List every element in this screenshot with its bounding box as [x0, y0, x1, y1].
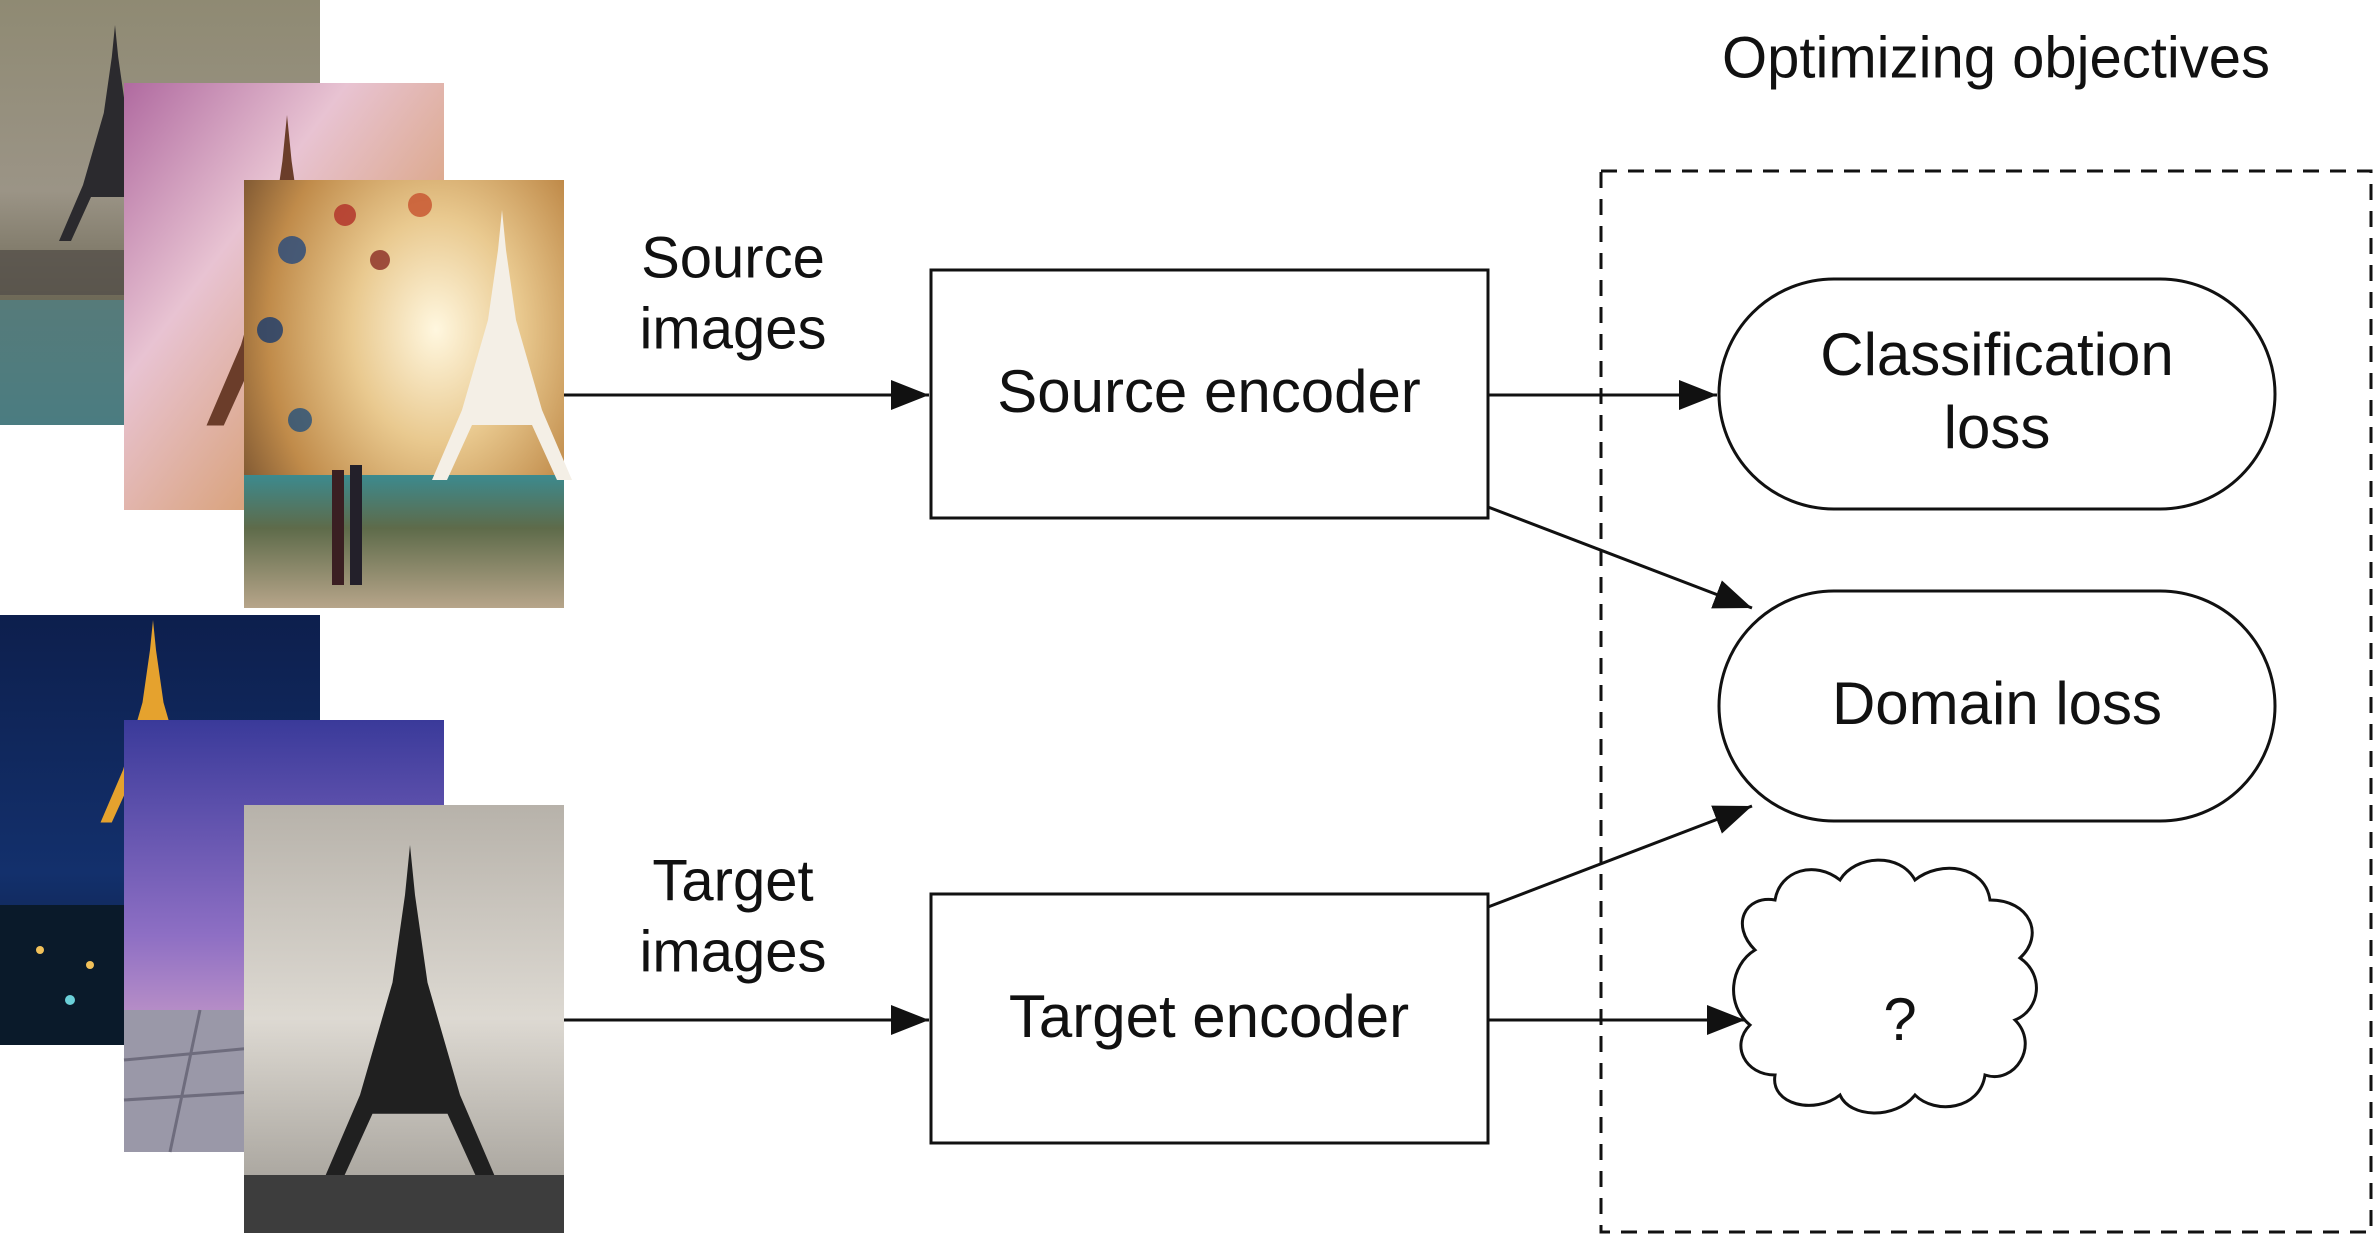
source-image-3 [244, 180, 572, 608]
target-image-3 [244, 805, 564, 1233]
unknown-objective-cloud [1732, 858, 2038, 1115]
objectives-title: Optimizing objectives [1722, 25, 2270, 90]
target-images-label-line2: images [640, 919, 827, 984]
domain-loss-node [1717, 589, 2277, 823]
domain-loss-label: Domain loss [1832, 670, 2162, 737]
edge-target-encoder-to-domain-loss [1487, 804, 1753, 909]
source-encoder-node [929, 268, 1490, 520]
source-encoder-label: Source encoder [997, 358, 1421, 425]
target-images-stack [0, 615, 564, 1233]
target-images-label: Target [652, 848, 813, 913]
unknown-objective-label: ? [1883, 986, 1916, 1053]
objectives-region [1599, 169, 2373, 1234]
target-encoder-node [929, 892, 1490, 1145]
edge-source-encoder-to-domain-loss [1487, 505, 1753, 610]
classification-loss-label: Classification [1820, 321, 2173, 388]
source-images-label: Source [641, 225, 825, 290]
source-images-label-line2: images [640, 296, 827, 361]
classification-loss-node [1717, 277, 2277, 511]
target-encoder-label: Target encoder [1009, 983, 1409, 1050]
classification-loss-label-line2: loss [1944, 394, 2051, 461]
source-images-stack [0, 0, 572, 608]
